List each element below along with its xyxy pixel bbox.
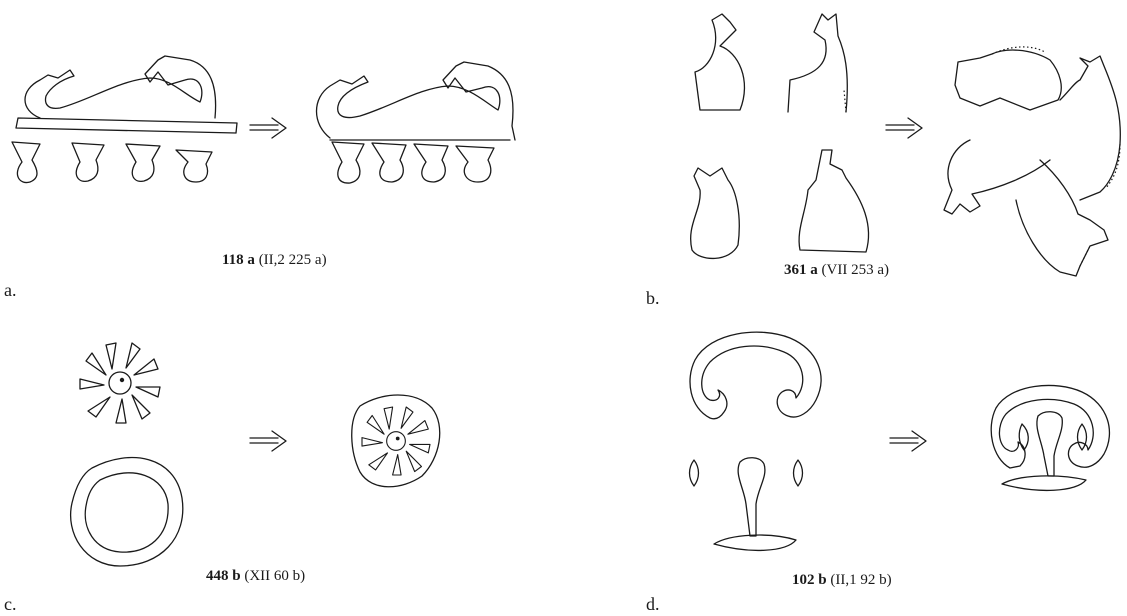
panel-d-letter: d. [646, 594, 660, 615]
panel-b-parts [691, 14, 869, 258]
panel-d-arrow [890, 431, 926, 451]
panel-d-parts [690, 332, 821, 550]
panel-d-caption-number: 102 b [792, 572, 827, 588]
panel-d-caption: 102 b (II,1 92 b) [792, 572, 892, 589]
panel-a-caption-number: 118 a [222, 252, 255, 268]
panel-a-caption: 118 a (II,2 225 a) [222, 252, 327, 269]
panel-c-arrow [250, 431, 286, 451]
panel-a-parts [12, 56, 237, 183]
panel-a: 118 a (II,2 225 a) a. [0, 0, 560, 308]
panel-b-caption-number: 361 a [784, 262, 818, 278]
panel-c-caption-number: 448 b [206, 568, 241, 584]
panel-b-caption: 361 a (VII 253 a) [784, 262, 889, 279]
panel-a-assembled [317, 62, 516, 183]
panel-c-caption-ref: (XII 60 b) [244, 568, 305, 584]
panel-c: 448 b (XII 60 b) c. [0, 308, 560, 616]
panel-d-assembled [991, 385, 1109, 490]
panel-b: 361 a (VII 253 a) b. [560, 0, 1127, 308]
panel-a-letter: a. [4, 280, 17, 301]
panel-b-arrow [886, 118, 922, 138]
panel-d-caption-ref: (II,1 92 b) [830, 572, 891, 588]
panel-c-letter: c. [4, 594, 17, 615]
panel-a-arrow [250, 118, 286, 138]
panel-d-drawing [560, 308, 1127, 616]
panel-b-caption-ref: (VII 253 a) [822, 262, 889, 278]
panel-c-assembled [352, 395, 440, 487]
panel-c-caption: 448 b (XII 60 b) [206, 568, 305, 585]
panel-c-parts [71, 343, 183, 566]
panel-b-assembled [944, 47, 1120, 276]
panel-a-caption-ref: (II,2 225 a) [259, 252, 327, 268]
panel-b-letter: b. [646, 288, 660, 309]
panel-d: 102 b (II,1 92 b) d. [560, 308, 1127, 616]
